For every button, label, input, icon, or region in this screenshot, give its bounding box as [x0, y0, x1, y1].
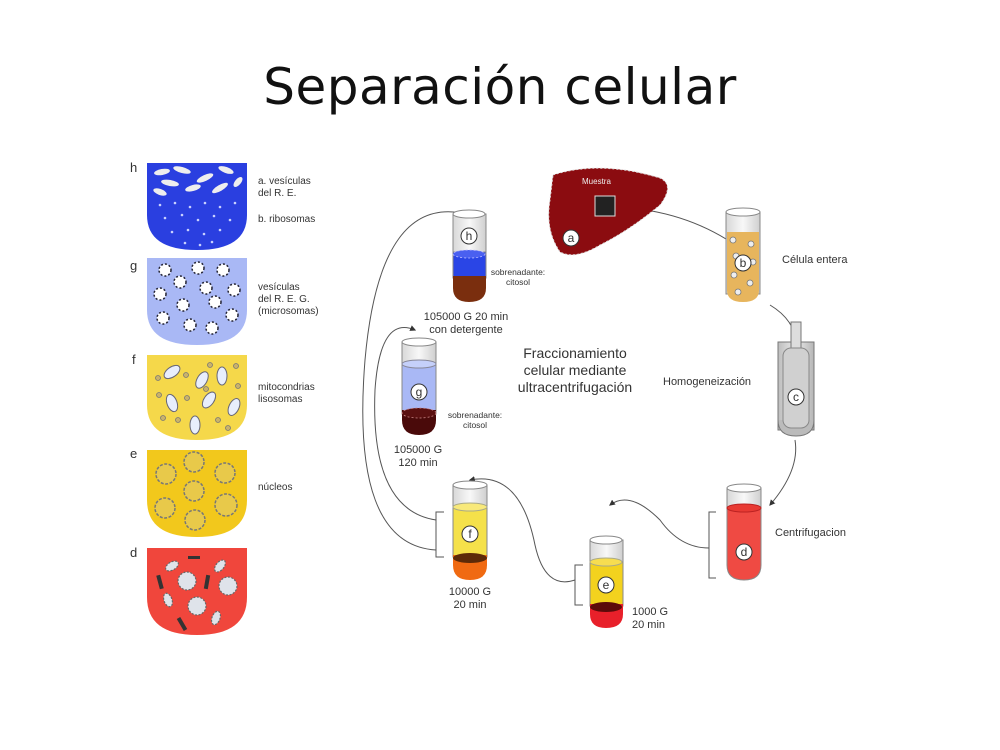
caption-line-1: Fraccionamiento: [523, 345, 627, 361]
tube-d-label: Centrifugacion: [775, 527, 846, 539]
fraction-e-label-1: núcleos: [258, 482, 292, 493]
sample-square: [594, 195, 616, 217]
liver-sample: Muestra a: [548, 167, 668, 256]
fraction-f-label-2: lisosomas: [258, 394, 302, 405]
fraction-letter: h: [130, 160, 137, 175]
arrow-f-to-g: [374, 325, 437, 521]
tube-g-side-2: citosol: [463, 420, 487, 430]
tube-c-homogenizer: c Homogeneización: [663, 321, 815, 437]
fraction-letter: d: [130, 545, 137, 560]
center-caption: Fraccionamiento celular mediante ultrace…: [518, 345, 632, 395]
tube-e-label-1: 1000 G: [632, 606, 668, 618]
arrow-d-to-e: [609, 499, 710, 549]
tube-f-label-1: 10000 G: [449, 586, 491, 598]
fraction-h-label-2: del R. E.: [258, 188, 296, 199]
tube-g: g sobrenadante: citosol 105000 G 120 min: [394, 337, 502, 469]
caption-line-3: ultracentrifugación: [518, 379, 632, 395]
mitochondria: [163, 364, 241, 435]
letter-circle: [562, 229, 580, 247]
tube-h-side-1: sobrenadante:: [491, 267, 545, 277]
tube-d-letter: d: [741, 545, 748, 559]
tube-b: b Célula entera: [725, 207, 848, 302]
liver-letter: a: [568, 231, 575, 245]
microsomes: [153, 261, 241, 335]
brackets: [435, 511, 716, 606]
er-fragments: [156, 556, 211, 632]
fraction-e: e núcleos: [130, 446, 292, 537]
fraction-f: f mitocondrias lisosomas: [132, 352, 315, 440]
tube-g-label-2: 120 min: [398, 457, 437, 469]
arrow-f-to-h: [362, 210, 472, 551]
tube-b-letter: b: [740, 256, 747, 270]
tube-b-label: Célula entera: [782, 254, 848, 266]
tube-f-letter: f: [468, 527, 472, 541]
fraction-g-cup: [147, 258, 247, 345]
er-vesicles: [153, 166, 243, 196]
arrow-c-to-d: [769, 439, 797, 506]
tube-e: e 1000 G 20 min: [589, 535, 668, 631]
tube-f: f 10000 G 20 min: [449, 480, 491, 611]
fraction-letter: e: [130, 446, 137, 461]
fraction-g-label-1: vesículas: [258, 282, 300, 293]
fraction-h-cup: [147, 163, 247, 250]
fraction-f-label-1: mitocondrias: [258, 382, 315, 393]
fraction-h-label-3: b. ribosomas: [258, 214, 315, 225]
tube-c-letter: c: [793, 390, 799, 404]
tube-g-label-1: 105000 G: [394, 444, 442, 456]
tube-h-side-2: citosol: [506, 277, 530, 287]
tube-e-letter: e: [603, 578, 610, 592]
caption-line-2: celular mediante: [524, 362, 627, 378]
tube-g-side-1: sobrenadante:: [448, 410, 502, 420]
fraction-h-label-1: a. vesículas: [258, 176, 311, 187]
mixed-organelles: [162, 559, 238, 626]
fraction-d: d: [130, 545, 247, 635]
tube-d: d Centrifugacion: [726, 483, 846, 581]
fraction-letter: f: [132, 352, 136, 367]
tube-h: h sobrenadante: citosol 105000 G 20 min …: [424, 209, 545, 336]
lysosomes: [155, 362, 241, 431]
tube-h-label-2: con detergente: [429, 324, 502, 336]
fraction-g-label-2: del R. E. G.: [258, 294, 310, 305]
tube-c-label: Homogeneización: [663, 376, 751, 388]
slide-title: Separación celular: [263, 58, 737, 116]
tube-h-letter: h: [466, 229, 473, 243]
fraction-g-label-3: (microsomas): [258, 306, 319, 317]
liver-label: Muestra: [582, 177, 611, 186]
fraction-h: h a. vesículas del R. E. b. ribosomas: [130, 160, 315, 250]
tube-h-label-1: 105000 G 20 min: [424, 311, 508, 323]
tube-e-label-2: 20 min: [632, 619, 665, 631]
tube-f-label-2: 20 min: [453, 599, 486, 611]
ribosomes: [158, 201, 237, 247]
arrow-e-to-f: [468, 476, 576, 583]
fraction-letter: g: [130, 258, 137, 273]
nuclei: [154, 451, 238, 531]
tube-g-letter: g: [416, 385, 423, 399]
fraction-g: g vesículas del R. E. G. (microsomas): [130, 258, 319, 345]
